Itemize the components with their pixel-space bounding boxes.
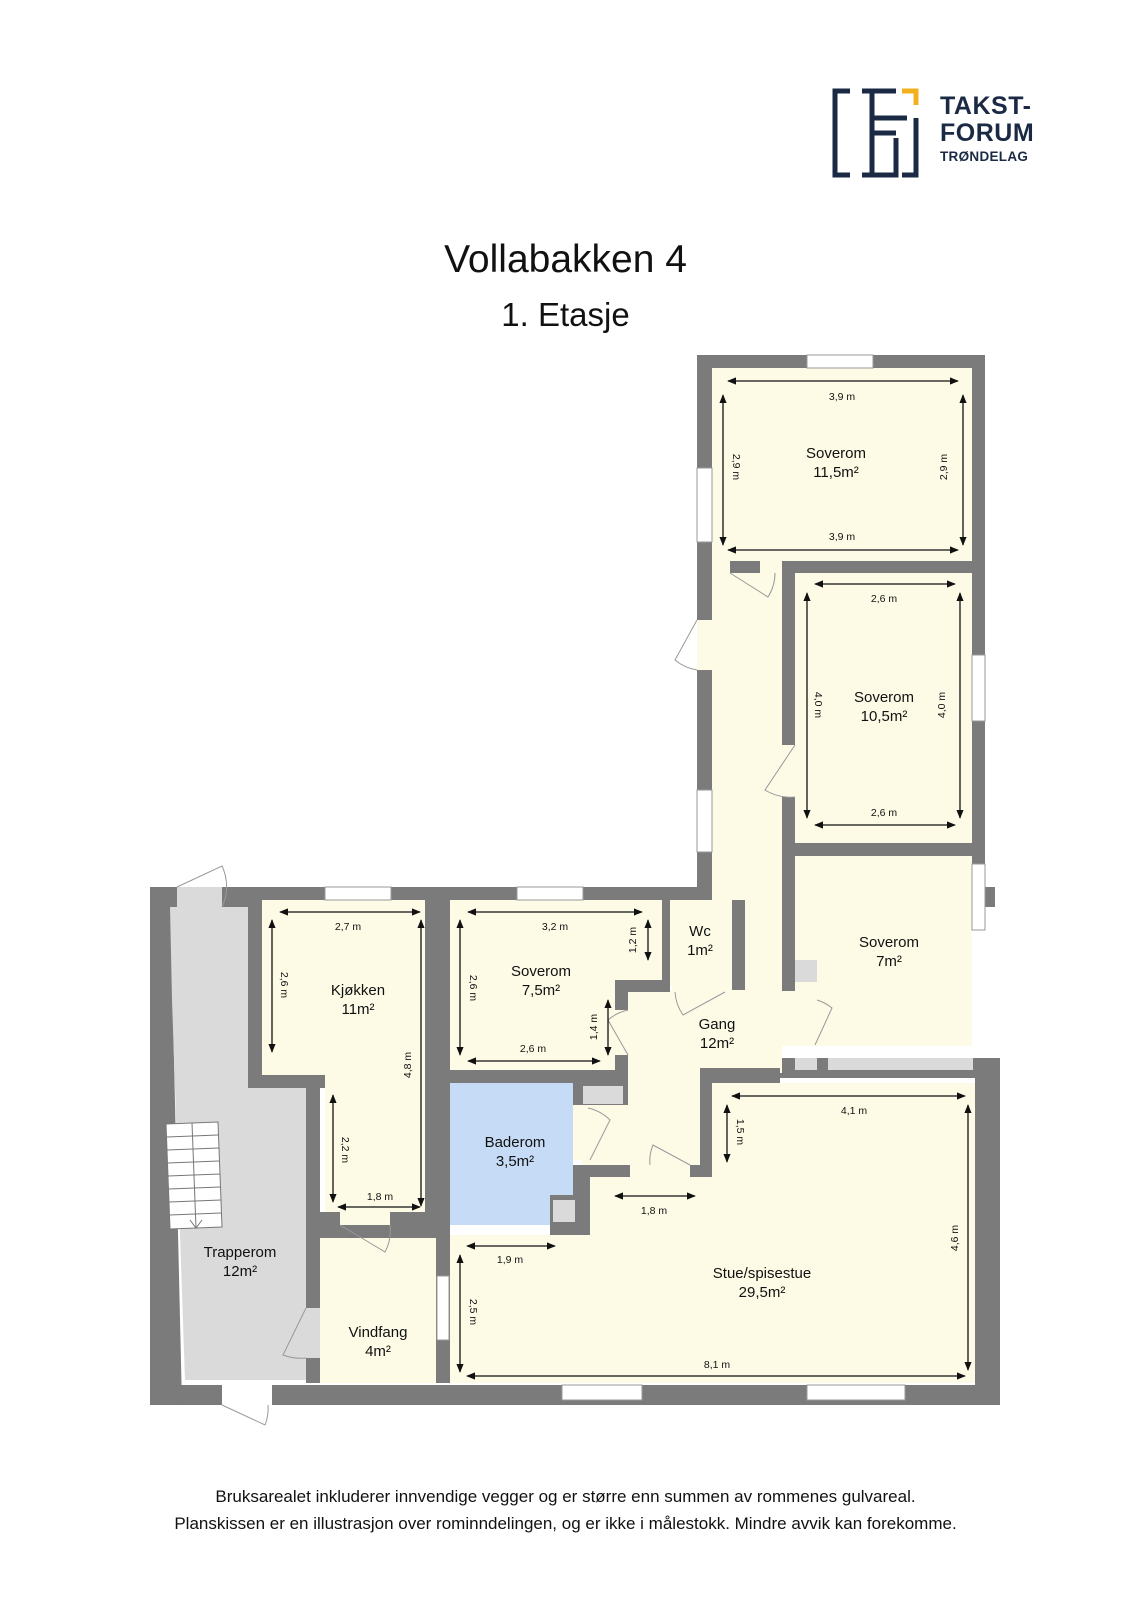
svg-text:2,6 m: 2,6 m [871,807,898,819]
room-soverom-4-label: Soverom 7,5m² [511,963,571,999]
svg-text:3,9 m: 3,9 m [829,531,856,543]
room-kjokken-label: Kjøkken 11m² [331,982,385,1018]
svg-text:7,5m²: 7,5m² [522,982,560,999]
svg-text:8,1 m: 8,1 m [704,1359,731,1371]
logo-mark-icon [832,88,919,178]
svg-text:3,5m²: 3,5m² [496,1153,534,1170]
windows [324,354,986,1401]
vindfang-floor [320,1225,440,1383]
window [561,1384,643,1401]
soverom-1-floor [712,368,972,561]
svg-text:10,5m²: 10,5m² [861,708,908,725]
svg-text:2,6 m: 2,6 m [278,972,290,999]
svg-text:11m²: 11m² [341,1001,374,1018]
shafts [553,960,973,1222]
svg-text:Soverom: Soverom [854,689,914,706]
svg-text:12m²: 12m² [700,1035,734,1052]
svg-text:12m²: 12m² [223,1263,257,1280]
logo-line-2: FORUM [940,119,1035,147]
room-floors [170,368,975,1383]
svg-text:1,5 m: 1,5 m [734,1119,746,1146]
svg-text:4,8 m: 4,8 m [402,1052,414,1079]
svg-text:2,2 m: 2,2 m [339,1137,351,1164]
svg-text:7m²: 7m² [876,953,902,970]
soverom-3-floor [795,856,972,1046]
room-baderom-label: Baderom 3,5m² [485,1134,546,1170]
window [971,863,986,931]
logo-line-1: TAKST- [940,92,1032,120]
floor-subtitle: 1. Etasje [501,296,630,333]
svg-text:29,5m²: 29,5m² [739,1284,786,1301]
doors [176,561,833,1426]
svg-text:Soverom: Soverom [511,963,571,980]
room-labels: Soverom 11,5m² Soverom 10,5m² Soverom 7m² K… [204,445,919,1360]
svg-text:Kjøkken: Kjøkken [331,982,385,999]
svg-text:Vindfang: Vindfang [349,1324,408,1341]
svg-text:2,9 m: 2,9 m [938,454,950,481]
svg-text:2,6 m: 2,6 m [871,593,898,605]
room-soverom-1-label: Soverom 11,5m² [806,445,866,481]
window [806,1384,906,1401]
window [696,467,713,543]
room-stue-label: Stue/spisestue 29,5m² [713,1265,811,1301]
takstforum-logo: TAKST- FORUM TRØNDELAG [832,88,1034,178]
room-wc-label: Wc 1m² [687,923,713,959]
room-soverom-3-label: Soverom 7m² [859,934,919,970]
svg-text:1,8 m: 1,8 m [641,1205,668,1217]
svg-text:4m²: 4m² [365,1343,391,1360]
svg-text:4,1 m: 4,1 m [841,1105,868,1117]
svg-text:Trapperom: Trapperom [204,1244,277,1261]
room-soverom-2-label: Soverom 10,5m² [854,689,914,725]
svg-text:4,6 m: 4,6 m [949,1225,961,1252]
logo-wordmark: TAKST- FORUM TRØNDELAG [940,94,1034,164]
svg-text:1m²: 1m² [687,942,713,959]
svg-text:Stue/spisestue: Stue/spisestue [713,1265,811,1282]
logo-line-3: TRØNDELAG [940,149,1029,164]
svg-text:2,6 m: 2,6 m [467,975,479,1002]
gang-floor [582,895,780,1165]
svg-text:3,2 m: 3,2 m [542,921,569,933]
stue-floor [450,1083,975,1383]
svg-text:1,2 m: 1,2 m [627,927,639,954]
soverom-2-floor [795,573,972,843]
svg-text:1,9 m: 1,9 m [497,1254,524,1266]
window [806,354,874,369]
room-vindfang-label: Vindfang 4m² [349,1324,408,1360]
window [324,886,392,901]
window [436,1275,450,1341]
svg-text:Baderom: Baderom [485,1134,546,1151]
svg-text:Gang: Gang [699,1016,736,1033]
svg-text:Soverom: Soverom [859,934,919,951]
kjokken-floor [262,900,425,1212]
svg-text:2,7 m: 2,7 m [335,921,362,933]
dimension-lines [268,377,972,1380]
svg-text:2,5 m: 2,5 m [467,1299,479,1326]
svg-text:3,9 m: 3,9 m [829,391,856,403]
svg-text:Soverom: Soverom [806,445,866,462]
footer-note-disclaimer: Planskissen er en illustrasjon over romi… [174,1514,957,1533]
svg-text:4,0 m: 4,0 m [936,692,948,719]
svg-text:1,8 m: 1,8 m [367,1191,394,1203]
trapperom-floor [170,907,306,1380]
staircase-icon [165,1121,223,1230]
svg-text:4,0 m: 4,0 m [812,692,824,719]
window [696,789,713,853]
window [516,886,584,901]
page-title: Vollabakken 4 [444,238,687,281]
window [971,654,986,722]
dimension-labels: 3,9 m 3,9 m 2,9 m 2,9 m 2,6 m 2,6 m 4,0 … [278,391,961,1371]
svg-text:2,6 m: 2,6 m [520,1043,547,1055]
wc-floor [670,900,732,985]
room-gang-label: Gang 12m² [699,1016,736,1052]
footer-note-area: Bruksarealet inkluderer innvendige vegge… [215,1487,916,1506]
room-trapperom-label: Trapperom 12m² [204,1244,277,1280]
svg-text:2,9 m: 2,9 m [730,454,742,481]
svg-text:11,5m²: 11,5m² [813,464,859,481]
svg-text:Wc: Wc [689,923,711,940]
svg-text:1,4 m: 1,4 m [588,1014,600,1041]
